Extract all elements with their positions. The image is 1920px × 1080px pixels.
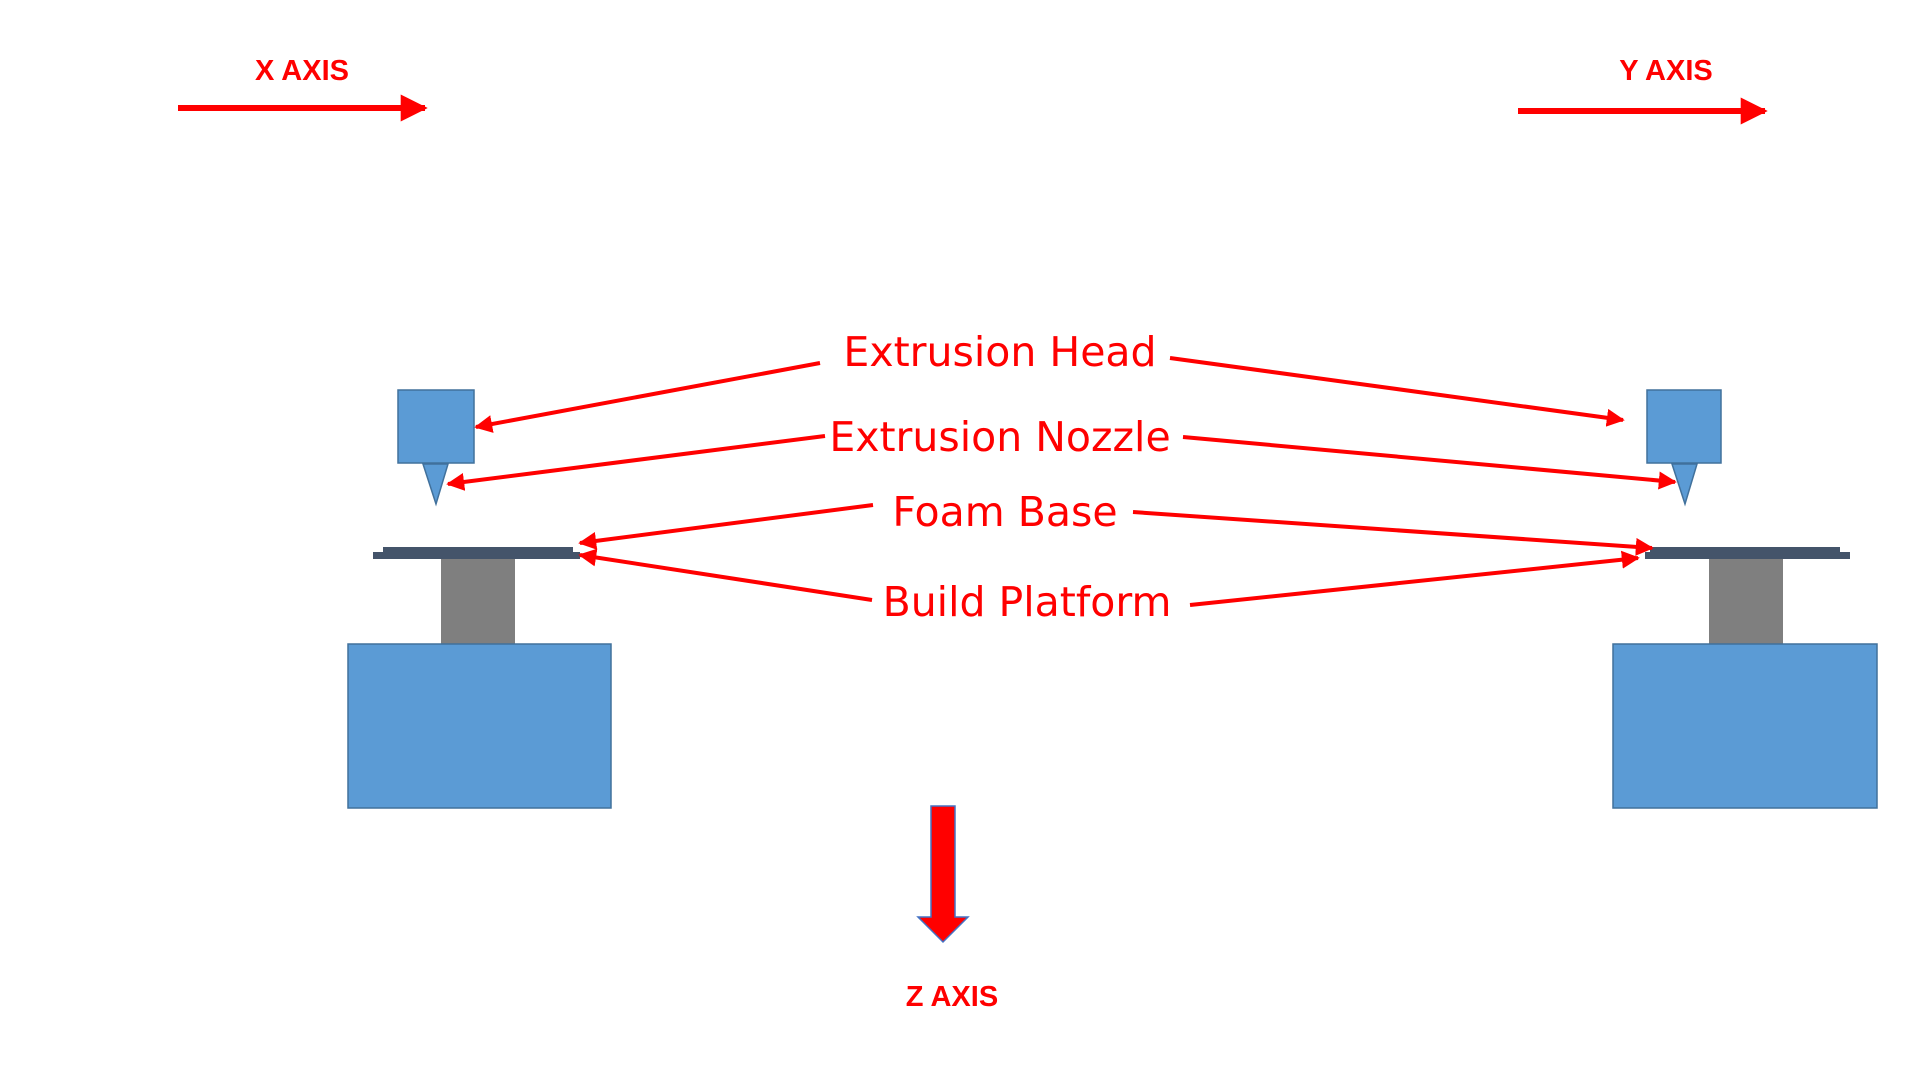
z-axis-arrow	[916, 805, 970, 944]
extrusion-nozzle-left	[421, 463, 450, 507]
foam-base-label: Foam Base	[892, 488, 1117, 536]
y-axis-indicator: Y AXIS	[1518, 55, 1768, 125]
foam-base-arrow-left	[578, 503, 874, 550]
extrusion-head-right	[1646, 389, 1722, 464]
machine-base-right	[1612, 643, 1878, 809]
foam-base-arrow-right	[1132, 510, 1654, 556]
head-arrow-right	[1169, 356, 1625, 427]
printer-side-view	[1612, 389, 1878, 809]
nozzle-arrow-left	[446, 434, 826, 491]
foam-base-right	[1650, 547, 1840, 553]
build-platform-label: Build Platform	[883, 578, 1172, 626]
x-axis-label: X AXIS	[255, 55, 349, 87]
head-arrow-left	[474, 361, 821, 433]
support-column-right	[1709, 559, 1783, 644]
callout-arrows	[446, 356, 1677, 607]
build-platform-right	[1645, 552, 1850, 559]
y-axis-label: Y AXIS	[1619, 55, 1713, 87]
build-platform-left	[373, 552, 580, 559]
x-axis-indicator: X AXIS	[178, 55, 428, 122]
platform-arrow-left	[578, 548, 873, 602]
extrusion-head-label: Extrusion Head	[843, 328, 1156, 376]
machine-base-left	[347, 643, 612, 809]
platform-arrow-right	[1189, 550, 1640, 607]
extrusion-head-left	[397, 389, 475, 464]
printer-front-view	[347, 389, 612, 809]
nozzle-arrow-right	[1182, 435, 1677, 490]
extrusion-nozzle-right	[1670, 463, 1699, 507]
extrusion-nozzle-label: Extrusion Nozzle	[829, 413, 1170, 461]
foam-base-left	[383, 547, 573, 553]
support-column-left	[441, 559, 515, 644]
z-axis-label: Z AXIS	[906, 981, 998, 1013]
z-axis-indicator: Z AXIS	[906, 805, 998, 1013]
